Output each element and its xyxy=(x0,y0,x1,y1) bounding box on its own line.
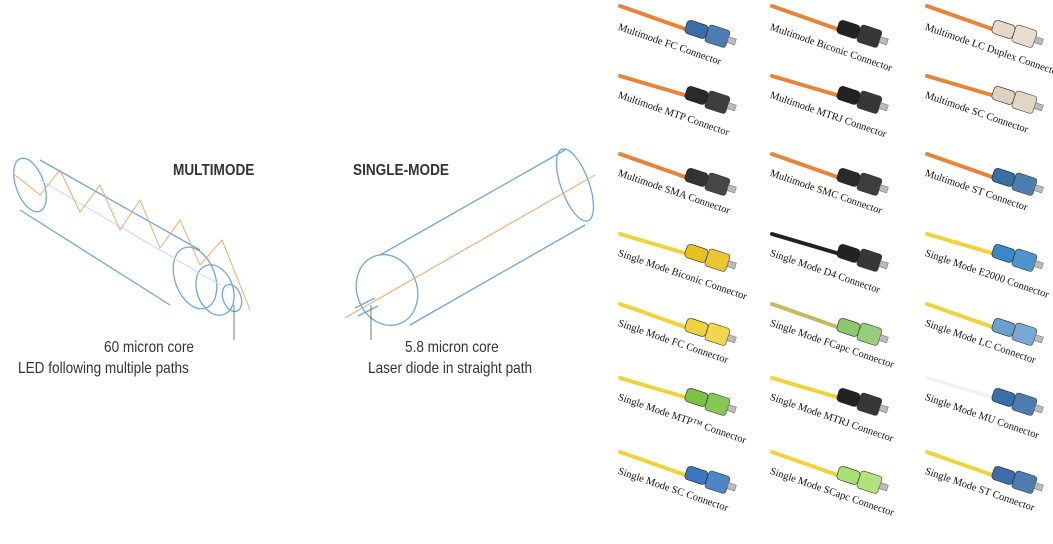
connector-image xyxy=(925,376,1044,416)
singlemode-title: SINGLE-MODE xyxy=(353,162,449,179)
singlemode-fiber-illustration xyxy=(354,148,595,327)
connector-image xyxy=(925,74,1044,114)
connector-item: Multimode SMA Connector xyxy=(616,148,768,222)
connector-item: Single Mode FCapc Connector xyxy=(768,298,920,372)
connector-image xyxy=(618,232,737,272)
connector-image xyxy=(618,152,737,196)
connector-image xyxy=(770,376,889,416)
connector-item: Single Mode D4 Connector xyxy=(768,228,920,302)
connector-image xyxy=(770,450,889,494)
connector-image xyxy=(770,152,889,196)
connector-image xyxy=(618,74,737,114)
connector-image xyxy=(770,74,889,114)
connector-item: Multimode MTP Connector xyxy=(616,70,768,144)
connector-item: Multimode FC Connector xyxy=(616,0,768,74)
connector-item: Single Mode FC Connector xyxy=(616,298,768,372)
multimode-description: LED following multiple paths xyxy=(18,360,189,377)
connector-item: Single Mode SC Connector xyxy=(616,446,768,520)
connector-item: Single Mode Biconic Connector xyxy=(616,228,768,303)
connector-image xyxy=(925,4,1044,48)
connector-item: Multimode Biconic Connector xyxy=(768,0,920,74)
connector-image xyxy=(770,4,889,48)
connector-item: Single Mode MTP™ Connector xyxy=(616,372,768,446)
singlemode-description: Laser diode in straight path xyxy=(368,360,533,377)
connector-item: Multimode SC Connector xyxy=(923,70,1053,144)
fiber-diagram-illustration xyxy=(13,148,596,340)
multimode-light-path xyxy=(14,169,251,311)
connector-item: Single Mode MTRJ Connector xyxy=(768,372,920,446)
connector-item: Multimode ST Connector xyxy=(923,148,1053,222)
singlemode-light-path xyxy=(344,174,596,319)
connector-image xyxy=(618,450,737,494)
connector-item: Single Mode ST Connector xyxy=(923,446,1053,520)
singlemode-core-label: 5.8 micron core xyxy=(405,339,499,356)
multimode-title: MULTIMODE xyxy=(173,162,255,179)
multimode-fiber-illustration xyxy=(13,157,243,316)
connector-item: Multimode LC Duplex Connector xyxy=(923,0,1053,79)
callout-lines xyxy=(233,305,372,340)
connector-item: Single Mode MU Connector xyxy=(923,372,1053,446)
connector-image xyxy=(618,376,737,416)
connector-image xyxy=(770,302,889,346)
connector-image xyxy=(925,232,1044,272)
connector-item: Multimode MTRJ Connector xyxy=(768,70,920,144)
connector-image xyxy=(618,4,737,48)
connector-image xyxy=(925,152,1044,196)
connector-image xyxy=(925,302,1044,346)
connector-image xyxy=(925,450,1044,494)
connector-item: Single Mode LC Connector xyxy=(923,298,1053,372)
connector-item: Single Mode SCapc Connector xyxy=(768,446,920,520)
connector-image xyxy=(618,302,737,346)
multimode-core-label: 60 micron core xyxy=(104,339,194,356)
connector-item: Multimode SMC Connector xyxy=(768,148,920,222)
connector-image xyxy=(770,232,889,272)
connector-item: Single Mode E2000 Connector xyxy=(923,228,1053,302)
